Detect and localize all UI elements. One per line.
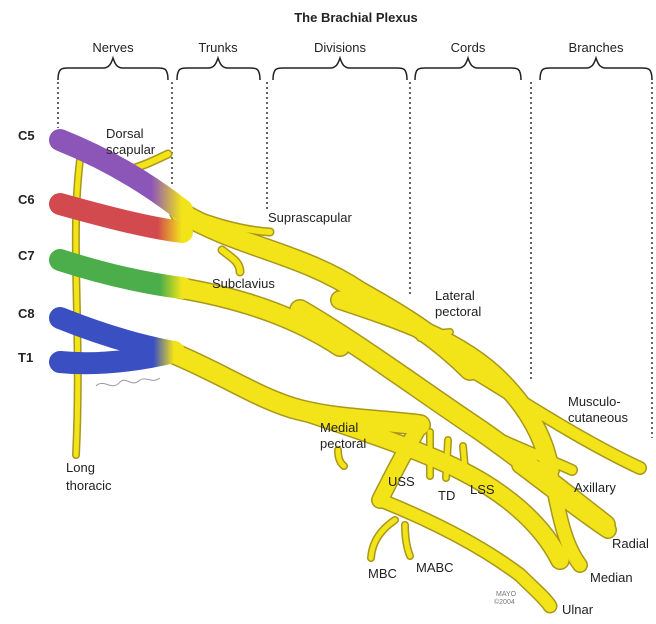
- label-musculocutaneous-line2: cutaneous: [568, 410, 628, 425]
- label-medial-pectoral-line1: Medial: [320, 420, 358, 435]
- label-axillary: Axillary: [574, 480, 616, 495]
- label-mbc: MBC: [368, 566, 397, 581]
- label-lss: LSS: [470, 482, 495, 497]
- header-nerves: Nerves: [92, 40, 134, 55]
- label-subclavius: Subclavius: [212, 276, 275, 291]
- label-td: TD: [438, 488, 455, 503]
- header-trunks: Trunks: [198, 40, 238, 55]
- label-median: Median: [590, 570, 633, 585]
- credit-line1: MAYO: [496, 591, 517, 598]
- brace-cords: [415, 58, 521, 80]
- header-cords: Cords: [451, 40, 486, 55]
- label-lateral-pectoral-line2: pectoral: [435, 304, 481, 319]
- header-branches: Branches: [569, 40, 624, 55]
- label-mabc: MABC: [416, 560, 454, 575]
- column-dividers: [58, 82, 652, 438]
- label-suprascapular: Suprascapular: [268, 210, 352, 225]
- label-radial: Radial: [612, 536, 649, 551]
- label-ulnar: Ulnar: [562, 602, 594, 617]
- td-nerve: [446, 440, 448, 478]
- root-label-c8: C8: [18, 306, 35, 321]
- lss-nerve: [463, 446, 466, 480]
- root-t1: [60, 352, 174, 363]
- root-label-c5: C5: [18, 128, 35, 143]
- label-musculocutaneous-line1: Musculo-: [568, 394, 621, 409]
- label-long-thoracic-line1: Long: [66, 460, 95, 475]
- label-dorsal-scapular-line1: Dorsal: [106, 126, 144, 141]
- credit-line2: ©2004: [494, 598, 515, 606]
- brace-branches: [540, 58, 652, 80]
- brace-nerves: [58, 58, 168, 80]
- diagram-title: The Brachial Plexus: [294, 10, 418, 25]
- label-dorsal-scapular-line2: scapular: [106, 142, 156, 157]
- root-label-c7: C7: [18, 248, 35, 263]
- artist-signature: [96, 378, 160, 386]
- brace-divisions: [273, 58, 407, 80]
- brace-trunks: [177, 58, 260, 80]
- label-uss: USS: [388, 474, 415, 489]
- label-lateral-pectoral-line1: Lateral: [435, 288, 475, 303]
- column-braces: [58, 58, 652, 80]
- label-medial-pectoral-line2: pectoral: [320, 436, 366, 451]
- header-divisions: Divisions: [314, 40, 367, 55]
- root-label-c6: C6: [18, 192, 35, 207]
- root-label-t1: T1: [18, 350, 33, 365]
- label-long-thoracic-line2: thoracic: [66, 478, 112, 493]
